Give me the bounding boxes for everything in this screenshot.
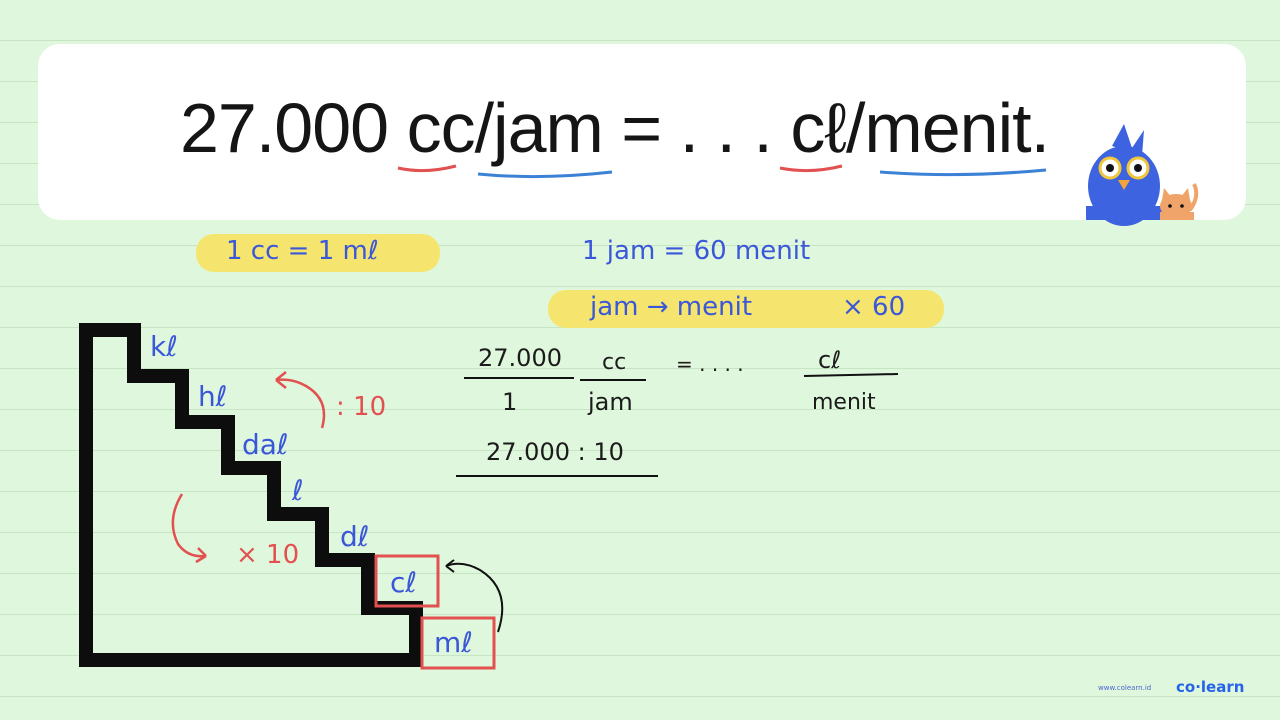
- underline-cl: [779, 164, 843, 173]
- unit-to-cl: cℓ: [790, 89, 847, 167]
- unit-to-rest: /menit.: [845, 89, 1050, 167]
- arrow-down-times: [171, 493, 207, 558]
- stair-label-hl: hℓ: [198, 380, 228, 413]
- stair-label-ml: mℓ: [434, 626, 473, 659]
- underline-cc: [397, 164, 457, 173]
- stair-label-dl: dℓ: [340, 520, 370, 553]
- op-times-10: × 10: [236, 540, 300, 570]
- box-ml: [420, 616, 496, 670]
- arrow-up-divide: [275, 378, 326, 429]
- stair-label-l: ℓ: [292, 474, 304, 507]
- note-jam-to-menit: jam → menit: [590, 292, 753, 322]
- fraction-line-3: [803, 373, 899, 377]
- note-jam-menit: 1 jam = 60 menit: [582, 236, 811, 266]
- unit-bottom: jam: [588, 388, 633, 416]
- question-title: 27.000 cc/jam = . . . cℓ/menit.: [180, 88, 1050, 178]
- unit-from: cc/jam: [406, 89, 604, 167]
- unit-top: cc: [602, 350, 627, 375]
- op-divide-10: : 10: [336, 392, 387, 422]
- note-cc-ml: 1 cc = 1 mℓ: [226, 236, 379, 266]
- fraction-bottom: 1: [502, 388, 518, 416]
- staircase: [79, 323, 423, 667]
- highlight-cc-ml: [196, 234, 440, 272]
- result-bottom: menit: [812, 390, 876, 415]
- question-value: 27.000: [180, 89, 389, 167]
- stair-label-cl: cℓ: [390, 566, 417, 599]
- stair-label-kl: kℓ: [150, 330, 178, 363]
- fraction-top: 27.000: [478, 344, 562, 372]
- brand-url: www.colearn.id: [1098, 684, 1152, 692]
- calc-line: 27.000 : 10: [486, 438, 624, 466]
- box-cl: [374, 554, 440, 608]
- result-top: cℓ: [818, 346, 842, 374]
- equals-dots: = . . . .: [676, 352, 744, 376]
- note-times-60: × 60: [842, 292, 906, 322]
- mascot-bird-icon: [1086, 124, 1162, 226]
- dots: . . .: [679, 89, 773, 167]
- mascot-cat-icon: [1160, 183, 1199, 220]
- underline-jam: [477, 170, 613, 179]
- arrow-ml-to-cl: [445, 562, 504, 633]
- highlight-jam-menit: [548, 290, 944, 328]
- brand-logo: co·learn: [1176, 678, 1245, 696]
- equals-sign: =: [621, 89, 662, 167]
- question-card: [38, 44, 1246, 220]
- underline-menit: [879, 168, 1047, 177]
- stair-label-dal: daℓ: [242, 428, 289, 461]
